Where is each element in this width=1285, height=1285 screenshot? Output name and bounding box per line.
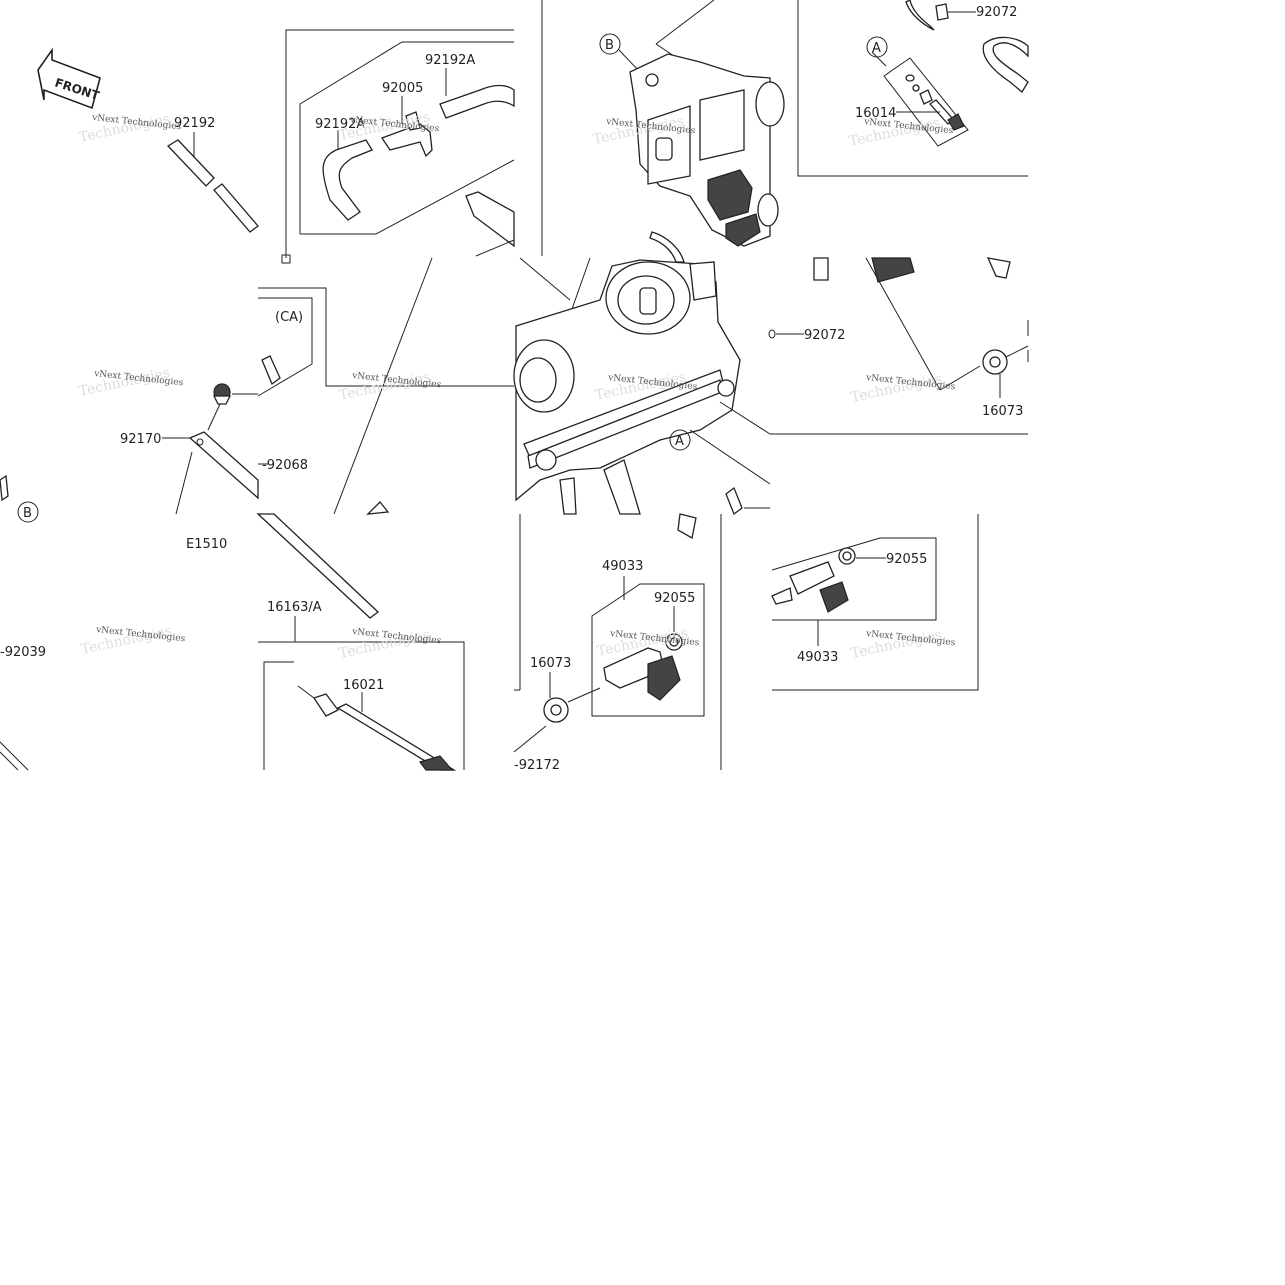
part-number-49033-center: 49033: [602, 559, 643, 574]
callout-b-left-label: B: [23, 506, 32, 521]
callout-b-top-label: B: [605, 38, 614, 53]
throttle-body-main-drawing: [513, 231, 1028, 516]
part-number-92170: 92170: [120, 432, 161, 447]
part-number-92192: 92192: [174, 116, 215, 131]
ca-label: (CA): [275, 310, 303, 325]
throttle-body-upper-drawing: [541, 0, 785, 256]
screw-16021-box: [258, 616, 465, 771]
part-number-92072-top: 92072: [976, 5, 1017, 20]
screw-16014-box: [797, 0, 1029, 177]
part-number-92068: -92068: [262, 458, 308, 473]
part-number-92192A-top: 92192A: [425, 53, 475, 68]
front-arrow-icon: FRONT: [37, 47, 102, 110]
callout-a-center-label: A: [675, 434, 684, 449]
part-number-92039: -92039: [0, 645, 46, 660]
part-number-16021: 16021: [343, 678, 384, 693]
part-number-92072-mid: 92072: [804, 328, 845, 343]
part-number-16073-right: 16073: [982, 404, 1023, 419]
dipstick-drawing: [0, 257, 514, 515]
callout-a-center: A: [669, 429, 691, 451]
hose-92192-drawing: [166, 132, 259, 233]
part-number-92055-center: 92055: [654, 591, 695, 606]
part-number-92005: 92005: [382, 81, 423, 96]
part-number-16163A: 16163/A: [267, 600, 322, 615]
dipstick-blade-drawing: [256, 513, 380, 619]
nut-16073-drawing: [813, 257, 1029, 398]
part-number-92055-right: 92055: [886, 552, 927, 567]
hose-assembly-box: [281, 29, 515, 264]
lower-left-lines: [0, 741, 29, 771]
part-number-16073-center: 16073: [530, 656, 571, 671]
part-number-16014: 16014: [855, 106, 896, 121]
injector-box-center: [513, 513, 722, 770]
part-number-92172: -92172: [514, 758, 560, 773]
injector-box-right: [771, 514, 979, 691]
callout-b-top: B: [599, 33, 621, 55]
part-number-49033-right: 49033: [797, 650, 838, 665]
callout-a-top-label: A: [872, 41, 881, 56]
code-e1510: E1510: [186, 537, 227, 552]
callout-a-top: A: [866, 36, 888, 58]
part-number-92192A-left: 92192A: [315, 117, 365, 132]
callout-b-left: B: [17, 501, 39, 523]
